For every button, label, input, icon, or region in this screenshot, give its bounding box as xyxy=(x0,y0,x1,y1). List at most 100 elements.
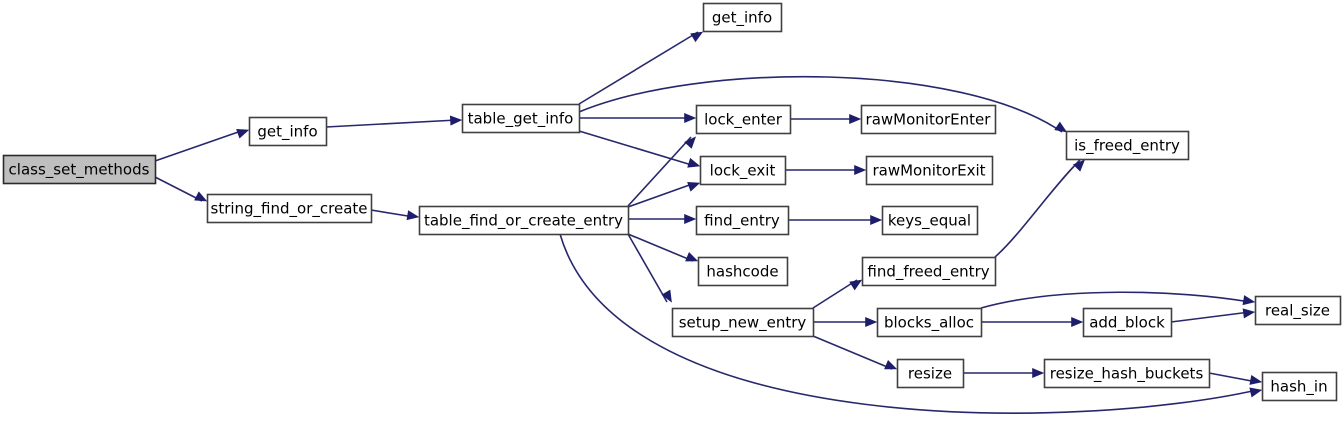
node-label: real_size xyxy=(1265,302,1330,321)
node-label: find_entry xyxy=(704,212,780,231)
node-box[interactable] xyxy=(876,307,983,338)
node-box[interactable] xyxy=(1043,358,1211,389)
node-label: lock_enter xyxy=(704,111,783,130)
arrowhead-icon xyxy=(690,31,704,43)
node-label: hash_in xyxy=(1270,378,1327,397)
node-label: rawMonitorEnter xyxy=(866,111,992,129)
node-table_get_info[interactable]: table_get_info xyxy=(461,103,581,134)
node-box[interactable] xyxy=(896,358,965,389)
node-keys_equal[interactable]: keys_equal xyxy=(881,205,979,236)
node-label: class_set_methods xyxy=(9,161,150,180)
arrowhead-icon xyxy=(687,182,701,192)
node-box[interactable] xyxy=(1082,307,1173,338)
node-box[interactable] xyxy=(671,307,815,338)
node-lock_enter[interactable]: lock_enter xyxy=(695,104,792,135)
edge-line xyxy=(994,159,1081,258)
node-label: table_find_or_create_entry xyxy=(424,212,623,231)
node-box[interactable] xyxy=(695,104,792,135)
node-table_find_or_create_entry[interactable]: table_find_or_create_entry xyxy=(418,205,630,236)
edge-add_block-to-real_size xyxy=(1170,308,1256,323)
edge-table_get_info-to-lock_exit xyxy=(578,130,701,168)
node-box[interactable] xyxy=(248,116,328,147)
edge-table_get_info-to-get_info_t xyxy=(578,31,704,105)
edge-line xyxy=(627,233,668,303)
node-box[interactable] xyxy=(695,205,790,236)
node-box[interactable] xyxy=(2,154,157,185)
node-box[interactable] xyxy=(881,205,979,236)
node-hash_in[interactable]: hash_in xyxy=(1261,371,1338,402)
node-resize_hash_buckets[interactable]: resize_hash_buckets xyxy=(1043,358,1211,389)
node-box[interactable] xyxy=(206,193,373,224)
arrowhead-icon xyxy=(849,113,862,125)
arrowhead-icon xyxy=(687,157,701,168)
node-label: table_get_info xyxy=(468,110,574,129)
edge-table_find_or_create_entry-to-lock_exit xyxy=(627,182,701,208)
edge-blocks_alloc-to-add_block xyxy=(981,316,1084,328)
edge-lock_enter-to-rawMonitorEnter xyxy=(790,113,862,125)
arrowhead-icon xyxy=(1032,367,1045,379)
node-label: resize_hash_buckets xyxy=(1050,365,1204,384)
node-find_freed_entry[interactable]: find_freed_entry xyxy=(861,256,997,287)
node-hashcode[interactable]: hashcode xyxy=(697,256,789,287)
node-rawMonitorEnter[interactable]: rawMonitorEnter xyxy=(860,104,997,135)
node-setup_new_entry[interactable]: setup_new_entry xyxy=(671,307,815,338)
edge-line xyxy=(812,335,893,370)
arrowhead-icon xyxy=(1249,387,1263,398)
arrowhead-icon xyxy=(1071,316,1084,328)
node-box[interactable] xyxy=(461,103,581,134)
edge-blocks_alloc-to-real_size xyxy=(980,291,1256,309)
node-get_info_l[interactable]: get_info xyxy=(248,116,328,147)
edge-table_find_or_create_entry-to-find_entry xyxy=(628,213,697,225)
edge-table_find_or_create_entry-to-hashcode xyxy=(627,233,699,262)
node-box[interactable] xyxy=(860,104,997,135)
node-label: add_block xyxy=(1089,314,1165,333)
node-blocks_alloc[interactable]: blocks_alloc xyxy=(876,307,983,338)
node-box[interactable] xyxy=(1254,295,1342,326)
edge-setup_new_entry-to-resize xyxy=(812,335,898,370)
node-lock_exit[interactable]: lock_exit xyxy=(699,155,787,186)
node-box[interactable] xyxy=(1261,371,1338,402)
node-box[interactable] xyxy=(702,2,783,33)
edge-line xyxy=(578,31,699,105)
edge-table_find_or_create_entry-to-lock_enter xyxy=(627,136,697,207)
node-box[interactable] xyxy=(1065,130,1190,161)
edge-line xyxy=(627,233,694,262)
node-resize[interactable]: resize xyxy=(896,358,965,389)
arrowhead-icon xyxy=(1242,308,1256,319)
node-box[interactable] xyxy=(418,205,630,236)
node-label: lock_exit xyxy=(710,162,776,181)
node-box[interactable] xyxy=(865,155,994,186)
edge-string_find_or_create-to-table_find_or_create_entry xyxy=(370,209,420,221)
edge-line xyxy=(627,136,692,207)
node-box[interactable] xyxy=(699,155,787,186)
node-is_freed_entry[interactable]: is_freed_entry xyxy=(1065,130,1190,161)
node-find_entry[interactable]: find_entry xyxy=(695,205,790,236)
node-string_find_or_create[interactable]: string_find_or_create xyxy=(206,193,373,224)
arrowhead-icon xyxy=(1249,374,1263,385)
node-box[interactable] xyxy=(697,256,789,287)
edge-table_find_or_create_entry-to-hash_in xyxy=(559,233,1263,414)
node-get_info_t[interactable]: get_info xyxy=(702,2,783,33)
node-add_block[interactable]: add_block xyxy=(1082,307,1173,338)
node-label: resize xyxy=(908,365,952,383)
edge-line xyxy=(154,129,245,162)
node-class_set_methods[interactable]: class_set_methods xyxy=(2,154,157,185)
edge-line xyxy=(154,176,203,202)
edge-line xyxy=(559,233,1258,414)
edge-resize-to-resize_hash_buckets xyxy=(963,367,1045,379)
node-rawMonitorExit[interactable]: rawMonitorExit xyxy=(865,155,994,186)
arrowhead-icon xyxy=(661,289,672,303)
node-real_size[interactable]: real_size xyxy=(1254,295,1342,326)
edge-find_entry-to-keys_equal xyxy=(788,214,883,226)
node-label: find_freed_entry xyxy=(867,263,989,282)
arrowhead-icon xyxy=(449,115,463,126)
node-label: is_freed_entry xyxy=(1074,137,1180,156)
arrowhead-icon xyxy=(236,128,250,139)
node-label: rawMonitorExit xyxy=(872,162,985,180)
node-label: string_find_or_create xyxy=(211,200,368,219)
arrowhead-icon xyxy=(1242,295,1256,306)
arrowhead-icon xyxy=(685,252,699,262)
node-box[interactable] xyxy=(861,256,997,287)
